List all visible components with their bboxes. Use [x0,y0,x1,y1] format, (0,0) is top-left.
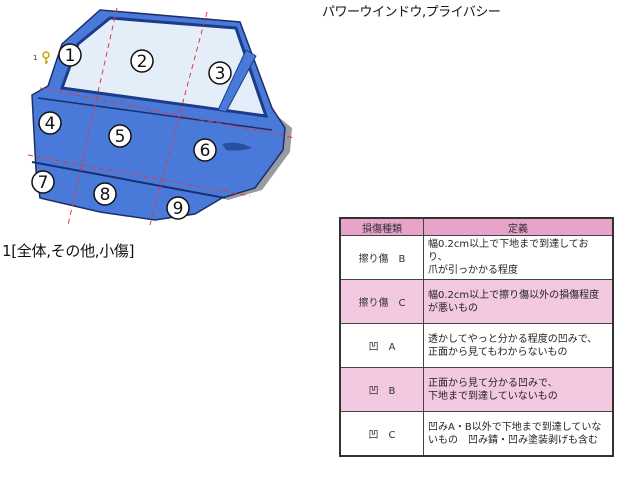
svg-text:1: 1 [33,54,37,62]
damage-type: 凹 B [339,367,424,412]
damage-definition: 幅0.2cm以上で擦り傷以外の損傷程度が悪いもの [423,279,614,324]
damage-definition: 幅0.2cm以上で下地まで到達しており、爪が引っかかる程度 [423,235,614,280]
damage-type: 擦り傷 C [339,279,424,324]
svg-text:5: 5 [115,127,126,147]
svg-text:7: 7 [38,173,49,193]
damage-definition: 凹みA・B以外で下地まで到達していないもの 凹み錆・凹み塗装剥げも含む [423,411,614,457]
table-row: 凹 A 透かしてやっと分かる程度の凹みで、正面から見てもわからないもの [339,323,614,368]
svg-text:6: 6 [200,141,211,161]
svg-text:2: 2 [137,52,148,72]
damage-type: 凹 C [339,411,424,457]
damage-definition: 正面から見て分かる凹みで、下地まで到達していないもの [423,367,614,412]
damage-type: 擦り傷 B [339,235,424,280]
col-header-type: 損傷種類 [339,217,424,236]
svg-text:1: 1 [65,46,76,66]
zone-2-marker: 2 [130,49,154,73]
table-row: 擦り傷 B 幅0.2cm以上で下地まで到達しており、爪が引っかかる程度 [339,235,614,280]
col-header-definition: 定義 [423,217,614,236]
damage-type: 凹 A [339,323,424,368]
damage-caption: 1[全体,その他,小傷] [2,242,135,260]
zone-7-marker: 7 [31,170,55,194]
zone-3-marker: 3 [208,61,232,85]
svg-text:9: 9 [173,199,184,219]
zone-6-marker: 6 [193,138,217,162]
page-title: パワーウインドウ,プライバシー [322,5,501,20]
key-hint-icon [42,51,50,64]
damage-definition: 透かしてやっと分かる程度の凹みで、正面から見てもわからないもの [423,323,614,368]
table-row: 凹 B 正面から見て分かる凹みで、下地まで到達していないもの [339,367,614,412]
door-diagram: 1 2 3 4 5 6 7 8 9 1 [27,7,296,226]
zone-8-marker: 8 [93,182,117,206]
table-row: 凹 C 凹みA・B以外で下地まで到達していないもの 凹み錆・凹み塗装剥げも含む [339,411,614,457]
svg-text:8: 8 [100,185,111,205]
zone-4-marker: 4 [38,111,62,135]
zone-9-marker: 9 [166,196,190,220]
damage-definition-table: 損傷種類 定義 擦り傷 B 幅0.2cm以上で下地まで到達しており、爪が引っかか… [339,217,614,457]
svg-text:4: 4 [45,114,56,134]
svg-text:3: 3 [215,64,226,84]
table-row: 擦り傷 C 幅0.2cm以上で擦り傷以外の損傷程度が悪いもの [339,279,614,324]
zone-1-marker: 1 [58,43,82,67]
zone-5-marker: 5 [108,124,132,148]
